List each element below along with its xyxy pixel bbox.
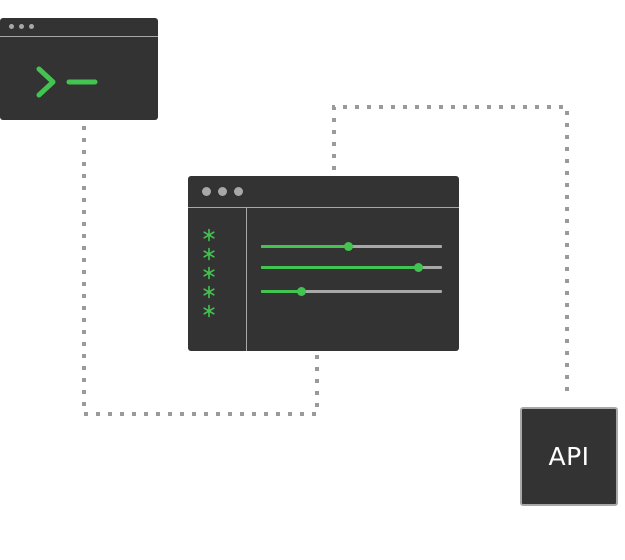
slider-handle[interactable] <box>414 263 424 272</box>
window-dot <box>19 24 24 29</box>
asterisk-icon <box>203 228 215 242</box>
settings-titlebar <box>188 176 459 208</box>
window-dot <box>202 187 211 196</box>
terminal-window <box>0 18 158 120</box>
slider-fill <box>261 245 348 248</box>
connector-terminal-to-settings <box>82 126 319 416</box>
window-dot <box>9 24 14 29</box>
slider-3[interactable] <box>261 285 442 297</box>
asterisk-icon <box>203 285 215 299</box>
window-dot <box>29 24 34 29</box>
slider-track <box>261 290 442 293</box>
slider-handle[interactable] <box>296 287 306 296</box>
api-box: API <box>520 407 618 506</box>
terminal-prompt-icon <box>36 66 98 98</box>
api-label: API <box>548 442 590 471</box>
settings-window <box>188 176 459 351</box>
slider-fill <box>261 290 301 293</box>
slider-1[interactable] <box>261 240 442 252</box>
settings-sidebar <box>188 208 247 351</box>
window-dot <box>218 187 227 196</box>
slider-fill <box>261 266 419 269</box>
slider-2[interactable] <box>261 261 442 273</box>
asterisk-icon <box>203 247 215 261</box>
window-dot <box>234 187 243 196</box>
slider-handle[interactable] <box>343 242 353 251</box>
asterisk-icon <box>203 266 215 280</box>
terminal-titlebar <box>0 18 158 37</box>
asterisk-icon <box>203 304 215 318</box>
